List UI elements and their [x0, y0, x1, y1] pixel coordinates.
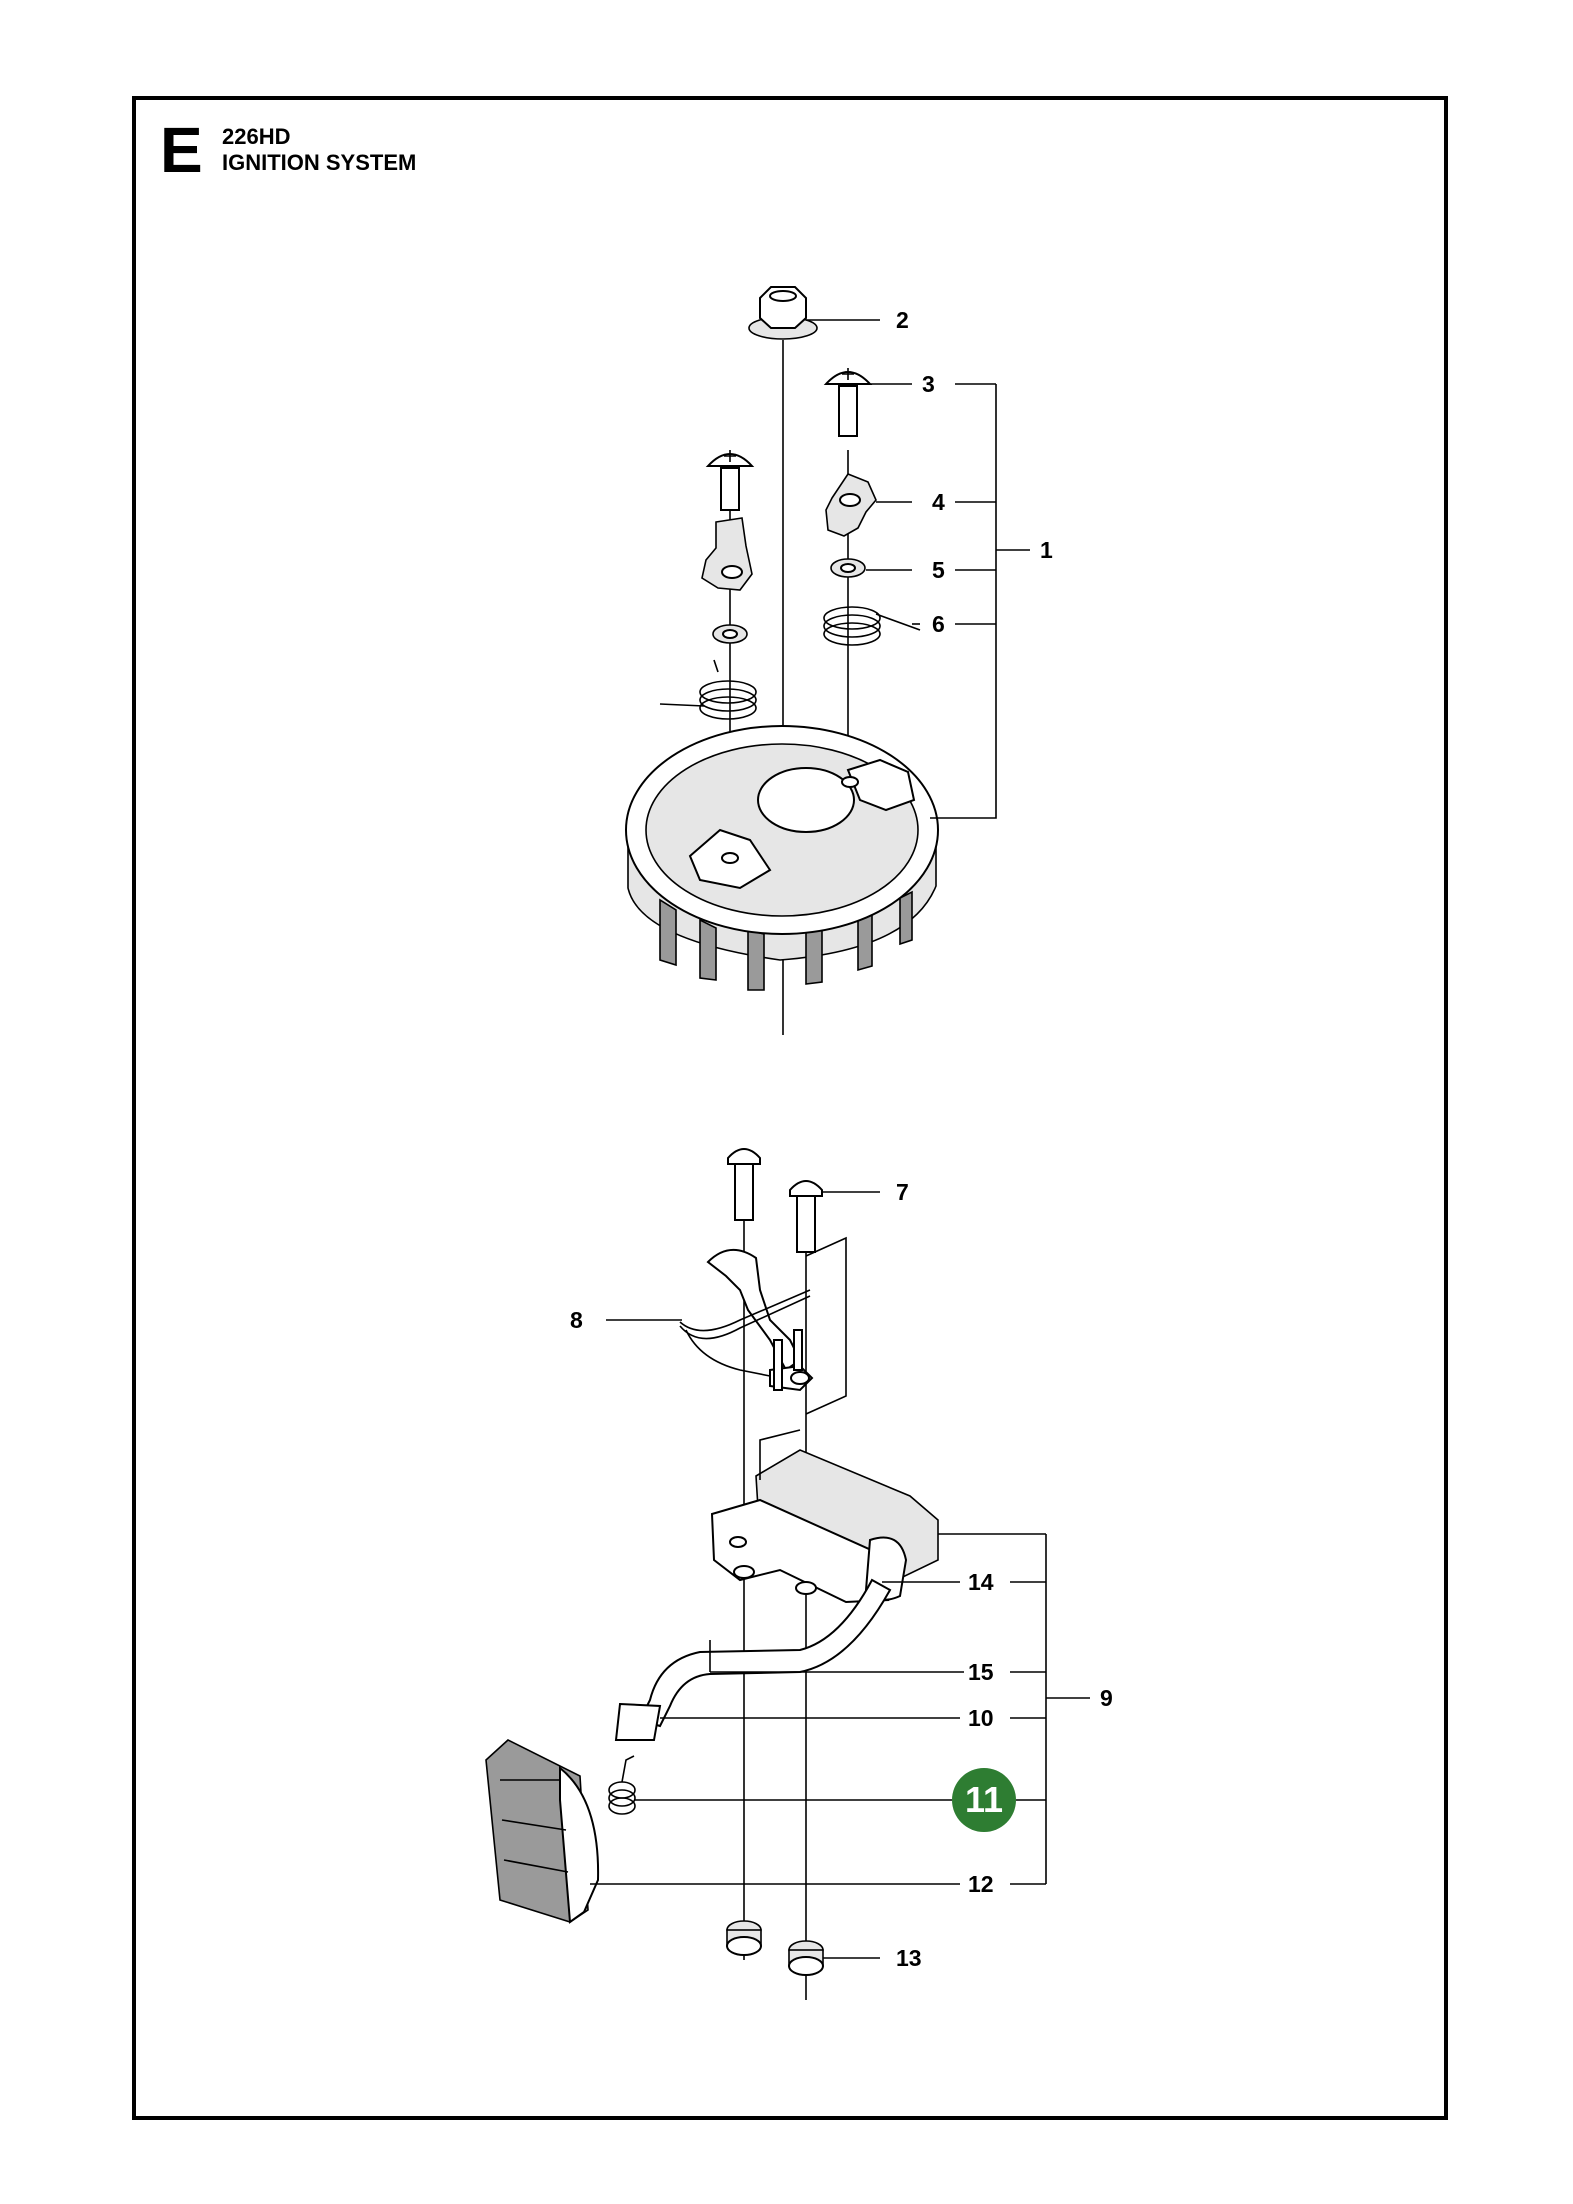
callout-11-highlight[interactable] [952, 1768, 1016, 1832]
callout-3: 3 [922, 371, 935, 397]
callout-15: 15 [968, 1659, 994, 1685]
callout-1: 1 [1040, 537, 1053, 563]
callout-13: 13 [896, 1945, 922, 1971]
part-2-nut [748, 286, 818, 340]
spring-left [659, 659, 757, 720]
model-name: 226HD [222, 124, 291, 149]
callout-14: 14 [968, 1569, 994, 1595]
callout-11: 11 [965, 1779, 1003, 1820]
part-15-ht-lead [638, 1578, 892, 1728]
callout-9: 9 [1100, 1685, 1113, 1711]
callout-10: 10 [968, 1705, 994, 1731]
ignition-module [710, 1429, 939, 1604]
flywheel [625, 725, 939, 991]
callout-5: 5 [932, 557, 945, 583]
part-5-washer [830, 558, 866, 578]
callout-12: 12 [968, 1871, 994, 1897]
callout-7: 7 [896, 1179, 909, 1205]
part-13-spacer-left [726, 1920, 762, 1956]
washer-left [712, 624, 748, 644]
part-7-bolt-left [727, 1148, 761, 1221]
flyweight-pawl-left [701, 517, 753, 591]
part-11-spring [608, 1755, 636, 1815]
part-12-boot [485, 1739, 600, 1924]
section-letter: E [160, 114, 203, 186]
part-6-spring [823, 606, 921, 646]
system-title: IGNITION SYSTEM [222, 150, 417, 175]
part-13-spacer-right [788, 1940, 824, 1976]
callout-4: 4 [932, 489, 945, 515]
part-3-screw [823, 368, 873, 437]
part-4-pawl [825, 473, 877, 537]
part-8-wire-harness [679, 1249, 814, 1392]
callout-6: 6 [932, 611, 945, 637]
callout-8: 8 [570, 1307, 583, 1333]
page-frame [132, 96, 1448, 2120]
flyweight-screw-left [705, 450, 755, 511]
part-10-cap [614, 1702, 662, 1741]
callout-2: 2 [896, 307, 909, 333]
part-7-bolt-right [789, 1180, 823, 1253]
